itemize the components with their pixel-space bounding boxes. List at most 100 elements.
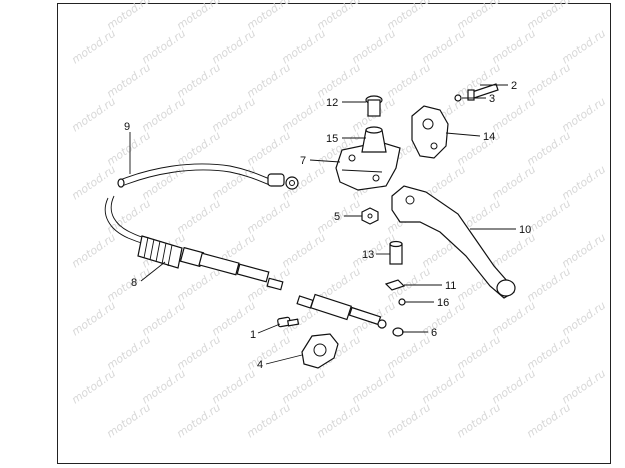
watermark-text: motod.ru [279, 231, 328, 271]
watermark-text: motod.ru [419, 367, 468, 407]
callout-8: 8 [131, 277, 137, 289]
callout-12: 12 [326, 97, 338, 109]
watermark-text: motod.ru [314, 61, 363, 101]
watermark-text: motod.ru [384, 401, 433, 441]
watermark-text: motod.ru [104, 265, 153, 305]
part-8-cable [104, 195, 284, 291]
watermark-text: motod.ru [69, 367, 118, 407]
part-11-clip [384, 279, 406, 291]
watermark-text: motod.ru [69, 299, 118, 339]
watermark-text: motod.ru [489, 163, 538, 203]
watermark-text: motod.ru [524, 265, 573, 305]
watermark-text: motod.ru [559, 231, 608, 271]
callout-15: 15 [326, 133, 338, 145]
watermark-text: motod.ru [559, 27, 608, 67]
watermark-text: motod.ru [279, 27, 328, 67]
part-10-lever [391, 185, 516, 299]
watermark-text: motod.ru [559, 299, 608, 339]
watermark-text: motod.ru [524, 197, 573, 237]
watermark-text: motod.ru [489, 27, 538, 67]
watermark-text: motod.ru [349, 27, 398, 67]
watermark-text: motod.ru [244, 197, 293, 237]
watermark-text: motod.ru [139, 27, 188, 67]
watermark-text: motod.ru [454, 333, 503, 373]
watermark-text: motod.ru [524, 333, 573, 373]
watermark-text: motod.ru [524, 129, 573, 169]
watermark-text: motod.ru [244, 401, 293, 441]
part-1-bolt [277, 316, 300, 328]
watermark-text: motod.ru [69, 231, 118, 271]
watermark-text: motod.ru [384, 61, 433, 101]
watermark-text: motod.ru [279, 95, 328, 135]
watermark-text: motod.ru [69, 95, 118, 135]
callout-7: 7 [300, 155, 306, 167]
watermark-text: motod.ru [139, 367, 188, 407]
part-15-bushing [361, 126, 387, 153]
part-7-bracket [335, 141, 401, 191]
diagram-frame [57, 3, 611, 464]
watermark-text: motod.ru [489, 95, 538, 135]
watermark-text: motod.ru [244, 129, 293, 169]
part-12-pin [365, 95, 383, 117]
part-13-spacer [389, 240, 403, 265]
watermark-text: motod.ru [524, 61, 573, 101]
watermark-text: motod.ru [314, 0, 363, 32]
part-4-clamp [301, 333, 339, 369]
watermark-text: motod.ru [174, 401, 223, 441]
cable-adjuster [296, 293, 387, 329]
watermark-text: motod.ru [104, 333, 153, 373]
watermark-text: motod.ru [384, 0, 433, 32]
watermark-text: motod.ru [489, 231, 538, 271]
callout-14: 14 [483, 131, 495, 143]
watermark-text: motod.ru [524, 401, 573, 441]
watermark-text: motod.ru [174, 129, 223, 169]
watermark-text: motod.ru [209, 95, 258, 135]
callout-13: 13 [362, 249, 374, 261]
part-6-oring [392, 327, 404, 337]
callout-4: 4 [257, 359, 263, 371]
watermark-text: motod.ru [279, 367, 328, 407]
watermark-text: motod.ru [209, 27, 258, 67]
watermark-text: motod.ru [69, 27, 118, 67]
watermark-text: motod.ru [209, 163, 258, 203]
part-2-screw [467, 83, 499, 101]
watermark-text: motod.ru [559, 367, 608, 407]
leader-lines [129, 84, 516, 365]
callout-labels: 1 2 3 4 5 6 7 8 9 10 11 12 13 14 15 16 [124, 80, 531, 371]
callout-9: 9 [124, 121, 130, 133]
watermark-text: motod.ru [209, 367, 258, 407]
watermark-text: motod.ru [349, 367, 398, 407]
watermark-text: motod.ru [174, 197, 223, 237]
callout-10: 10 [519, 224, 531, 236]
watermark-text: motod.ru [559, 163, 608, 203]
watermark-text: motod.ru [69, 163, 118, 203]
watermark-text: motod.ru [314, 401, 363, 441]
part-5-nut [361, 207, 379, 225]
watermark-text: motod.ru [384, 333, 433, 373]
watermark-text: motod.ru [104, 61, 153, 101]
part-3-washer [454, 94, 462, 102]
watermark-text: motod.ru [524, 0, 573, 32]
watermark-text: motod.ru [139, 95, 188, 135]
part-14-housing [411, 105, 449, 159]
part-9-cable [117, 163, 299, 190]
callout-1: 1 [250, 329, 256, 341]
watermark-text: motod.ru [454, 401, 503, 441]
watermark-text: motod.ru [174, 265, 223, 305]
callout-2: 2 [511, 80, 517, 92]
watermark-text: motod.ru [489, 299, 538, 339]
callout-11: 11 [445, 280, 456, 292]
watermark-text: motod.ru [104, 0, 153, 32]
watermark-text: motod.ru [244, 61, 293, 101]
watermark-text: motod.ru [244, 0, 293, 32]
watermark-text: motod.ru [559, 95, 608, 135]
callout-6: 6 [431, 327, 437, 339]
watermark-text: motod.ru [104, 129, 153, 169]
watermark-text: motod.ru [489, 367, 538, 407]
watermark-text: motod.ru [419, 27, 468, 67]
callout-3: 3 [489, 93, 495, 105]
watermark-text: motod.ru [174, 0, 223, 32]
watermark-text: motod.ru [454, 0, 503, 32]
watermark-text: motod.ru [139, 299, 188, 339]
watermark-text: motod.ru [174, 333, 223, 373]
